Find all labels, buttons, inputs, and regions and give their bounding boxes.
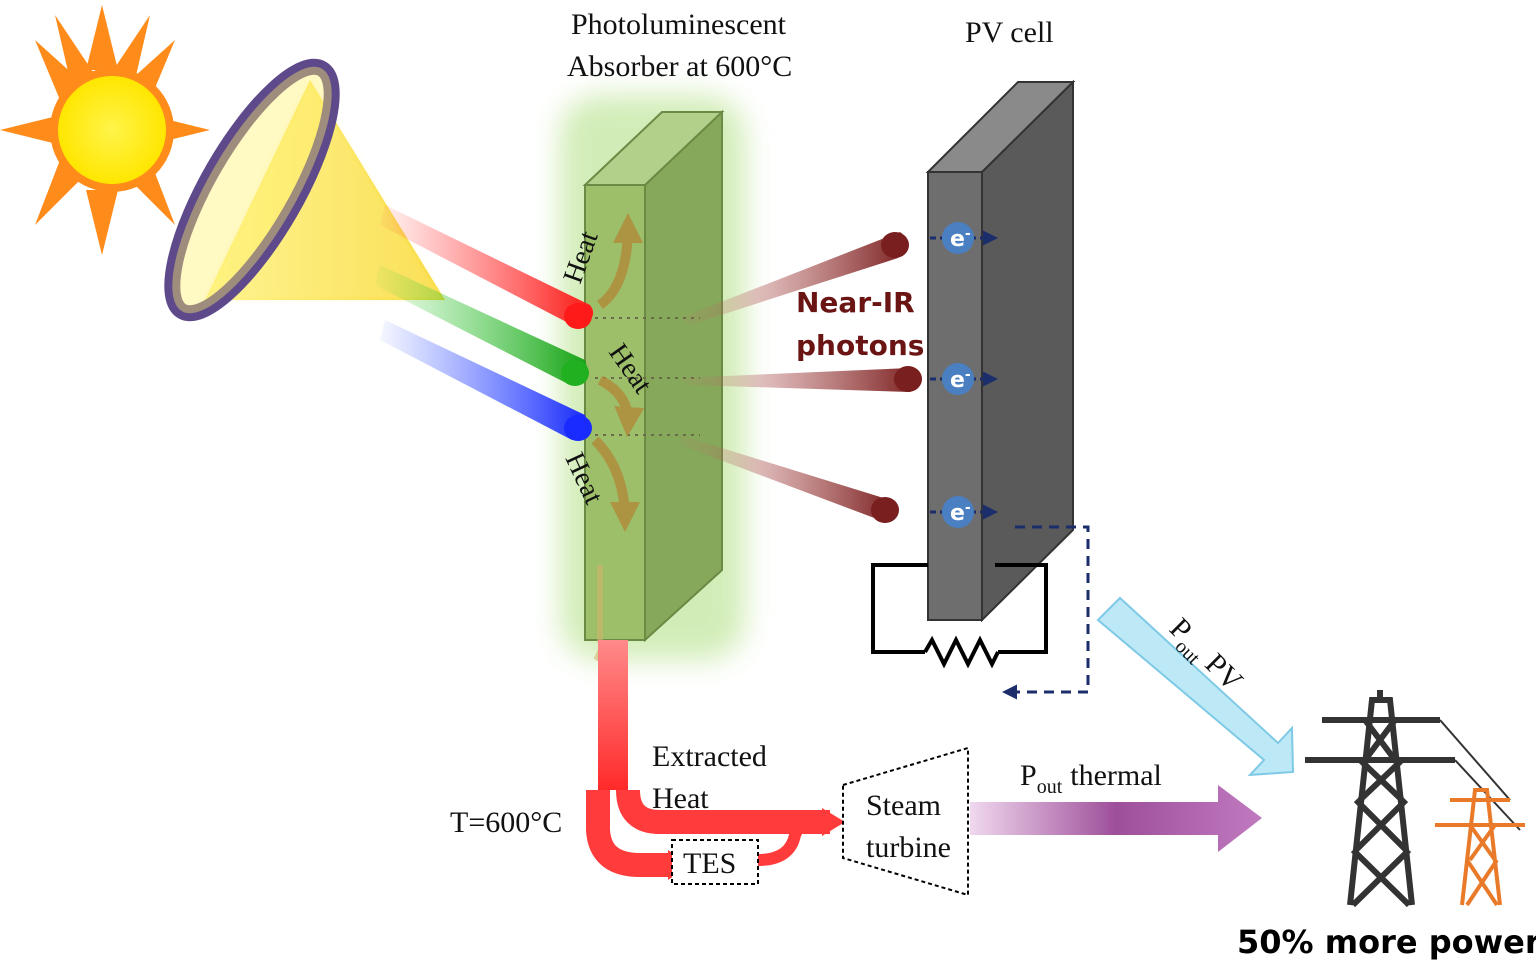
blue-beam xyxy=(380,320,587,440)
pout-thermal-arrow xyxy=(970,785,1262,852)
electron-3: e- xyxy=(930,496,998,528)
electron-2: e- xyxy=(930,363,998,395)
heat-arrow-3 xyxy=(591,436,640,532)
dotted-paths xyxy=(595,317,700,436)
pout-pv-arrow xyxy=(1096,596,1295,777)
electron-label-3: e- xyxy=(950,500,971,526)
temperature-label: T=600°C xyxy=(450,806,562,839)
electron-label-2: e- xyxy=(950,367,971,393)
headline-more-power: 50% more power! xyxy=(1237,923,1536,961)
heat-arrow-1 xyxy=(596,213,643,310)
lens-icon xyxy=(164,58,340,322)
electron-label-1: e- xyxy=(950,226,971,252)
heat-arrow-2 xyxy=(597,375,645,437)
electron-1: e- xyxy=(930,222,998,254)
extracted-heat-line2: Heat xyxy=(652,782,709,815)
near-ir-beams xyxy=(680,232,922,523)
power-tower-dark-icon xyxy=(1305,690,1521,908)
red-beam xyxy=(380,205,594,328)
sun-icon xyxy=(0,5,210,255)
nir-beam-2 xyxy=(680,368,918,392)
tes-label: TES xyxy=(683,847,736,880)
green-beam xyxy=(375,265,587,385)
heat-arrows xyxy=(591,213,645,532)
tes-box: TES xyxy=(671,839,759,885)
steam-turbine-line1: Steam xyxy=(866,789,941,822)
incoming-beams xyxy=(375,205,594,441)
nir-beam-3 xyxy=(680,435,895,522)
absorber-label-line2: Absorber at 600°C xyxy=(567,50,792,83)
near-ir-label-line2: photons xyxy=(796,329,924,362)
extracted-heat-line1: Extracted xyxy=(652,740,767,773)
pv-cell-block xyxy=(925,79,1076,623)
heat-pipe xyxy=(586,565,845,880)
resistor-icon xyxy=(923,635,1000,669)
circuit-load xyxy=(871,563,1048,669)
nir-beam-1 xyxy=(680,232,908,325)
steam-turbine: Steam turbine xyxy=(842,746,969,897)
pv-cell-label: PV cell xyxy=(965,16,1054,49)
near-ir-label-line1: Near-IR xyxy=(796,286,915,319)
absorber-label-line1: Photoluminescent xyxy=(571,8,787,41)
steam-turbine-line2: turbine xyxy=(866,831,951,864)
power-tower-orange-icon xyxy=(1435,788,1525,907)
current-return-path xyxy=(1002,525,1090,700)
